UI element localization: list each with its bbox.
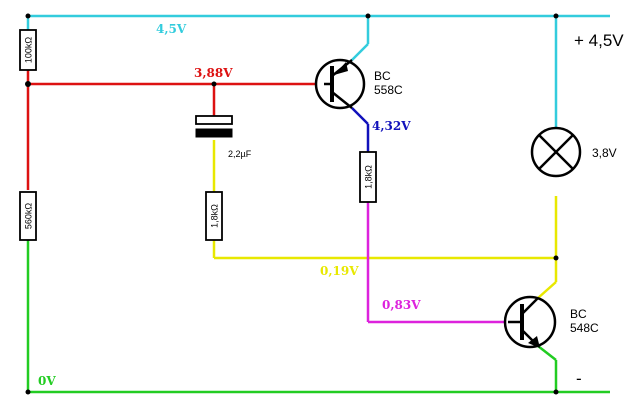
- collector-pnp-voltage-label: 4,32V: [372, 119, 411, 133]
- lamp: [530, 126, 582, 178]
- ground-voltage-label: 0V: [38, 374, 56, 388]
- base-npn-net: [366, 202, 508, 324]
- feedback-net: [212, 140, 558, 299]
- resistor-r2: 560kΩ: [19, 191, 37, 241]
- vcc-net: [26, 14, 610, 128]
- resistor-r3-label: 1,8kΩ: [210, 204, 220, 228]
- resistor-r4: 1,8kΩ: [359, 151, 377, 203]
- base-npn-voltage-label: 0,83V: [382, 298, 421, 312]
- junction-dots: [25, 13, 559, 395]
- feedback-voltage-label: 0,19V: [320, 264, 359, 278]
- capacitor: 2,2µF: [195, 115, 252, 159]
- npn-transistor: [503, 295, 557, 349]
- pnp-type-label: BC: [374, 69, 391, 83]
- resistor-r1: 100kΩ: [19, 29, 37, 71]
- resistor-r2-label: 560kΩ: [24, 203, 34, 230]
- npn-type-label: BC: [570, 307, 587, 321]
- collector-pnp-net: [351, 107, 370, 152]
- base-pnp-voltage-label: 3,88V: [194, 66, 233, 80]
- supply-minus-label: -: [576, 369, 582, 388]
- base-pnp-net: [26, 70, 324, 190]
- resistor-r4-label: 1,8kΩ: [364, 165, 374, 189]
- resistor-r1-label: 100kΩ: [24, 37, 34, 64]
- pnp-part-label: 558C: [374, 83, 403, 97]
- vcc-voltage-label: 4,5V: [156, 22, 187, 36]
- capacitor-label: 2,2µF: [228, 149, 252, 159]
- resistor-r3: 1,8kΩ: [205, 191, 223, 241]
- lamp-label: 3,8V: [592, 146, 617, 160]
- npn-part-label: 548C: [570, 321, 599, 335]
- pnp-transistor: [314, 58, 366, 110]
- supply-plus-label: + 4,5V: [574, 31, 624, 50]
- ground-net: [26, 240, 610, 394]
